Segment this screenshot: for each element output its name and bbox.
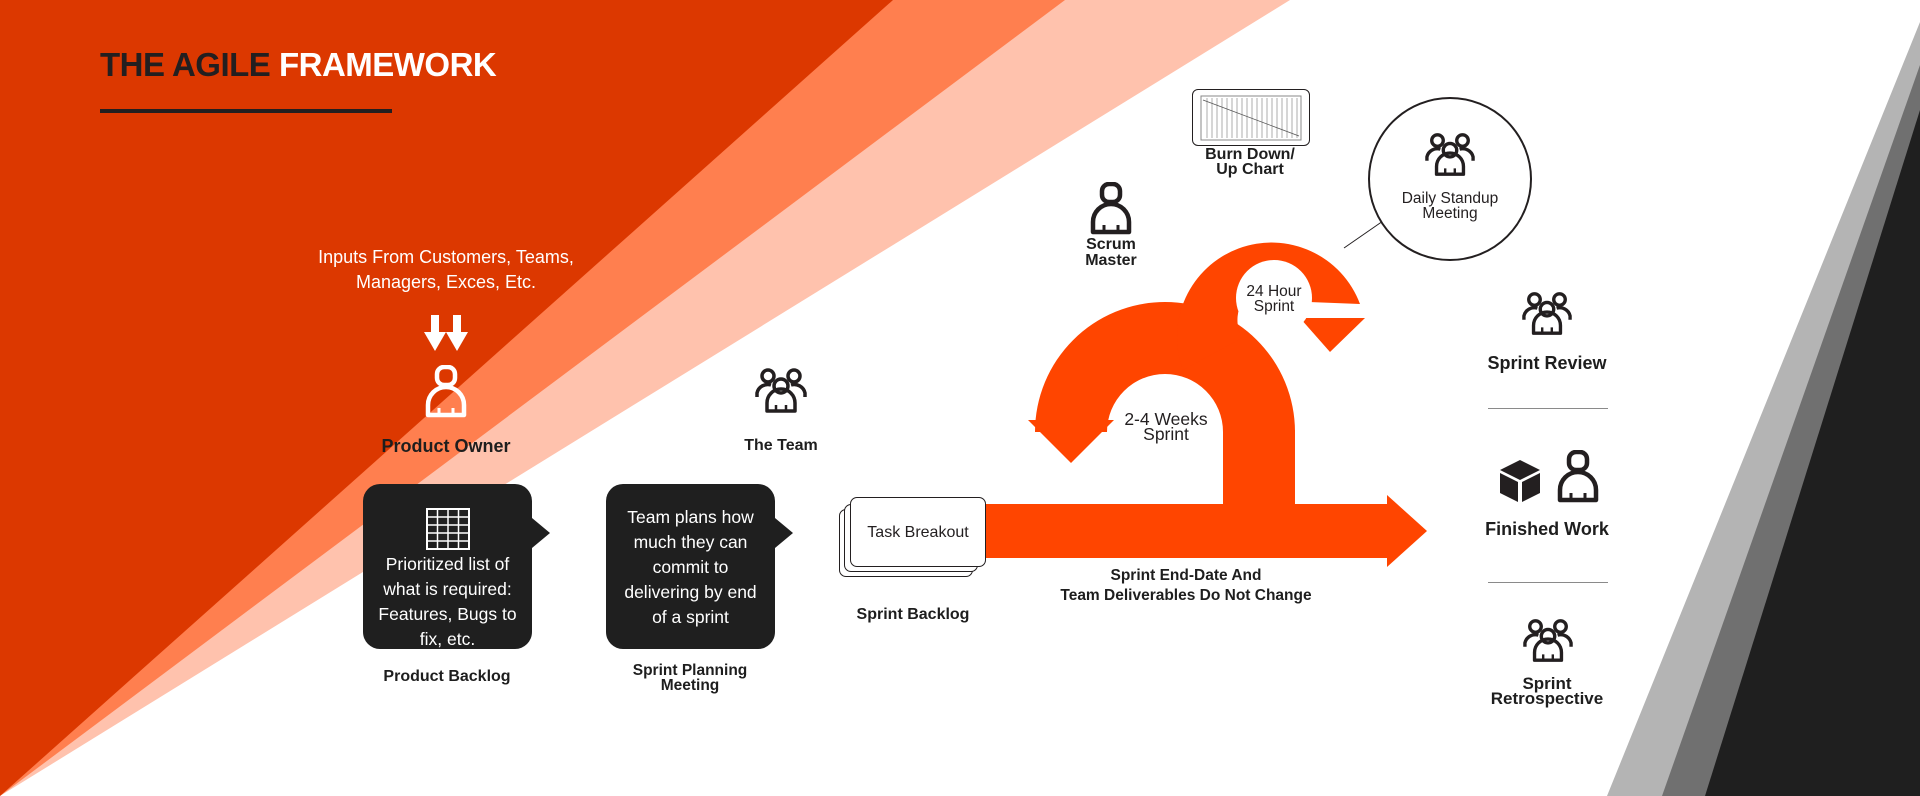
daily-standup-text: Daily Standup Meeting [1380, 190, 1520, 222]
hour-line-1: 24 Hour [1246, 283, 1302, 300]
sprint-retro-line-2: Retrospective [1490, 689, 1604, 708]
sprint-review-team-icon [1522, 290, 1572, 336]
hour-circle [1236, 260, 1312, 336]
product-backlog-line-1: Prioritized list of [385, 554, 510, 574]
standup-team-icon [1425, 131, 1475, 177]
sprint-review-label: Sprint Review [1487, 353, 1607, 373]
box-icon [1498, 458, 1542, 504]
table-icon [425, 508, 470, 550]
product-backlog-line-3: Features, Bugs to [378, 604, 517, 624]
hour-line-2: Sprint [1253, 298, 1295, 315]
scrum-master-line-1: Scrum [1086, 236, 1136, 253]
standup-line-1: Daily Standup [1401, 190, 1499, 207]
the-team-label: The Team [744, 437, 818, 454]
inputs-text: Inputs From Customers, Teams, Managers, … [300, 245, 592, 295]
sprint-loop-join [1223, 430, 1295, 520]
standup-circle [1368, 97, 1532, 261]
daily-small-loop [1177, 242, 1360, 370]
product-backlog-bubble: Prioritized list of what is required: Fe… [363, 484, 550, 649]
sprint-planning-line-5: of a sprint [652, 607, 729, 627]
standup-line-2: Meeting [1422, 205, 1478, 222]
enddate-line-2: Team Deliverables Do Not Change [1060, 587, 1312, 604]
title-part-dark: THE AGILE [100, 46, 271, 83]
double-down-arrow-icon [424, 315, 468, 351]
sprint-planning-line-4: delivering by end [624, 582, 757, 602]
product-backlog-line-4: fix, etc. [419, 629, 476, 649]
inputs-line-2: Managers, Exces, Etc. [355, 272, 537, 292]
task-breakout-card: Task Breakout [850, 497, 986, 567]
sprint-planning-line-2: much they can [633, 532, 748, 552]
product-backlog-line-2: what is required: [383, 579, 512, 599]
sprint-planning-label-line-1: Sprint Planning [632, 662, 748, 679]
scrum-master-line-2: Master [1085, 252, 1137, 269]
standup-connector [1343, 220, 1384, 249]
sprint-retro-line-1: Sprint [1522, 674, 1572, 693]
right-divider-1 [1488, 408, 1608, 409]
finished-work-label: Finished Work [1485, 519, 1609, 539]
title-underline [100, 109, 392, 113]
sprint-main-arrow-shaft [983, 504, 1396, 558]
sprint-planning-label-line-2: Meeting [660, 677, 720, 694]
sprint-retro-team-icon [1523, 617, 1573, 663]
sprint-backlog-label: Sprint Backlog [856, 606, 970, 623]
weeks-line-1: 2-4 Weeks [1124, 409, 1208, 429]
inputs-line-1: Inputs From Customers, Teams, [318, 247, 574, 267]
product-owner-label: Product Owner [381, 436, 511, 456]
sprint-end-date-text: Sprint End-Date And Team Deliverables Do… [1036, 566, 1336, 606]
scrum-master-label: Scrum Master [1061, 237, 1161, 269]
scrum-master-person-icon [1090, 182, 1132, 236]
sprint-planning-label: Sprint Planning Meeting [590, 662, 790, 694]
title-part-light: FRAMEWORK [278, 46, 497, 83]
right-divider-2 [1488, 582, 1608, 583]
sprint-planning-line-1: Team plans how [627, 507, 754, 527]
product-backlog-label: Product Backlog [383, 668, 511, 685]
sprint-main-arrow-head [1387, 495, 1427, 567]
task-breakout-text: Task Breakout [867, 524, 969, 541]
burndown-line-1: Burn Down/ [1205, 146, 1295, 163]
finished-work-person-icon [1557, 450, 1599, 504]
page-title: THE AGILE FRAMEWORK [100, 46, 497, 84]
burndown-chart-icon [1192, 89, 1310, 146]
product-owner-person-icon [425, 365, 467, 419]
bg-right-dark [1705, 110, 1920, 796]
team-icon [755, 367, 807, 413]
burndown-label: Burn Down/ Up Chart [1180, 146, 1320, 178]
sprint-big-loop-head [1028, 420, 1114, 463]
hour-sprint-text: 24 Hour Sprint [1224, 283, 1324, 315]
sprint-planning-line-3: commit to [652, 557, 729, 577]
sprint-planning-bubble: Team plans how much they can commit to d… [606, 484, 793, 649]
bg-band-dark [0, 0, 893, 796]
weeks-sprint-text: 2-4 Weeks Sprint [1096, 409, 1236, 444]
burndown-line-2: Up Chart [1216, 161, 1284, 178]
daily-small-loop-head [1300, 318, 1365, 352]
weeks-line-2: Sprint [1143, 424, 1189, 444]
enddate-line-1: Sprint End-Date And [1110, 567, 1262, 584]
sprint-retro-label: Sprint Retrospective [1447, 674, 1647, 708]
